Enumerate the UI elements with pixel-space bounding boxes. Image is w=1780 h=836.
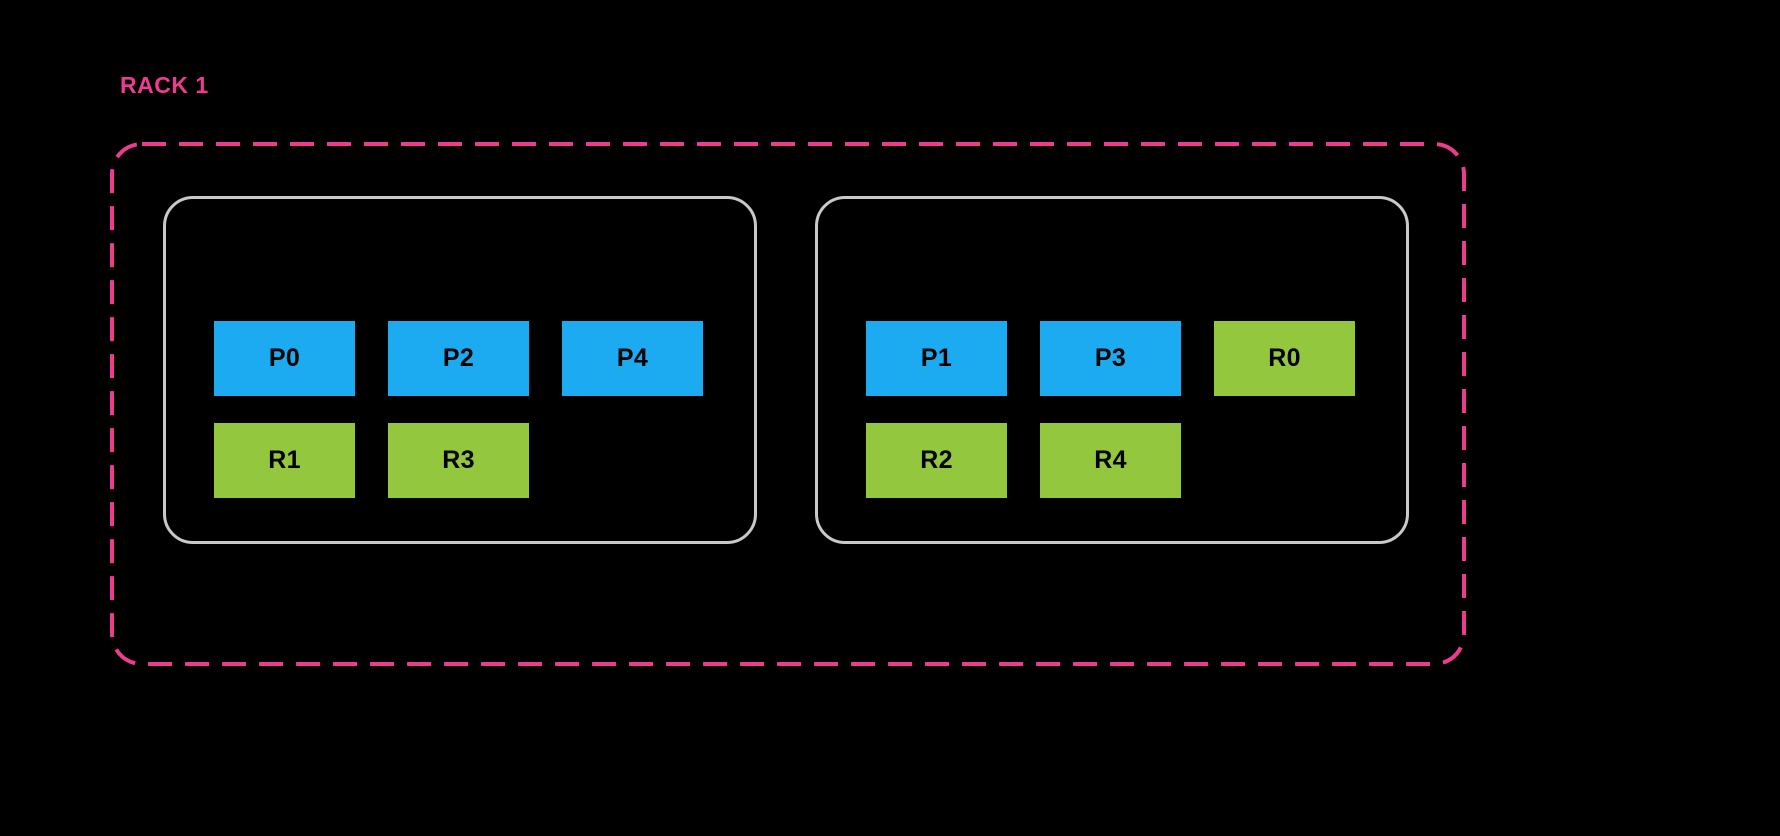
shard-p4[interactable]: P4 [562,321,703,396]
shard-p2[interactable]: P2 [388,321,529,396]
shard-grid-1: P1 P3 R0 R2 R4 [866,321,1366,498]
shard-row: R1 R3 [214,423,714,498]
shard-r3[interactable]: R3 [388,423,529,498]
shard-p1[interactable]: P1 [866,321,1007,396]
shard-p3[interactable]: P3 [1040,321,1181,396]
shard-row: P0 P2 P4 [214,321,714,396]
node-container-0[interactable]: P0 P2 P4 R1 R3 [163,196,757,544]
shard-r1[interactable]: R1 [214,423,355,498]
shard-r0[interactable]: R0 [1214,321,1355,396]
shard-grid-0: P0 P2 P4 R1 R3 [214,321,714,498]
rack-title: RACK 1 [120,72,209,98]
shard-p0[interactable]: P0 [214,321,355,396]
node-container-1[interactable]: P1 P3 R0 R2 R4 [815,196,1409,544]
shard-r2[interactable]: R2 [866,423,1007,498]
shard-r4[interactable]: R4 [1040,423,1181,498]
shard-row: R2 R4 [866,423,1366,498]
shard-row: P1 P3 R0 [866,321,1366,396]
